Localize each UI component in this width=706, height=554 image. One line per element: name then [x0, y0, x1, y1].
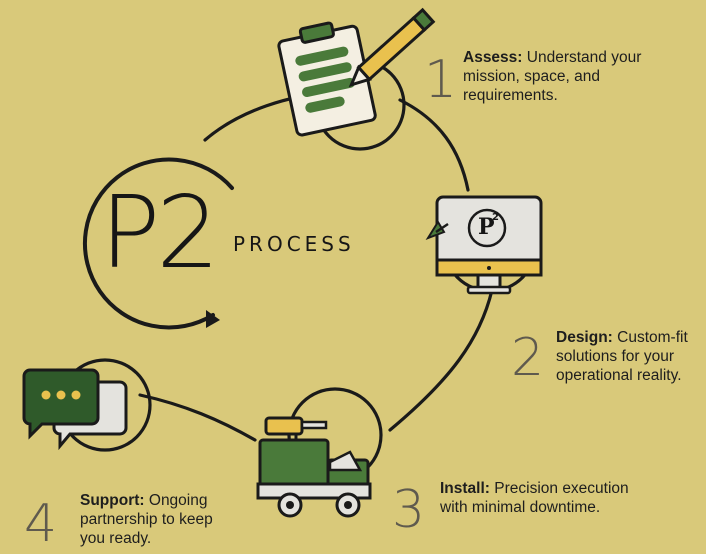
monitor-icon [425, 195, 543, 295]
logo-mark: P2 [100, 174, 220, 291]
step4-number: 4 [24, 494, 58, 554]
step4-description: Support: Ongoing partnership to keep you… [80, 491, 240, 548]
step1-label: Assess: [463, 49, 523, 66]
step4-text: Ongoing partnership to keep you ready. [80, 492, 213, 547]
step2-text: Custom-fit solutions for your operationa… [556, 329, 688, 384]
chat-bubbles-icon [22, 368, 128, 451]
step4-label: Support: [80, 492, 145, 509]
clipboard-pencil-icon [277, 7, 436, 137]
step1-description: Assess: Understand your mission, space, … [463, 48, 693, 105]
process-loop-path [138, 90, 494, 442]
step3-description: Install: Precision execution with minima… [440, 479, 630, 517]
logo-word: PROCESS [233, 232, 355, 256]
step2-number: 2 [511, 328, 545, 388]
step3-number: 3 [392, 480, 426, 540]
step1-text: Understand your mission, space, and requ… [463, 49, 642, 104]
monitor-badge-sup: 2 [492, 212, 499, 223]
step3-text: Precision execution with minimal downtim… [440, 480, 629, 516]
step3-label: Install: [440, 480, 490, 497]
logo-arrow-head-icon [206, 310, 220, 328]
logo-circle-arc [82, 157, 234, 330]
step2-label: Design: [556, 329, 613, 346]
step2-description: Design: Custom-fit solutions for your op… [556, 328, 706, 385]
truck-icon [256, 416, 372, 518]
step1-number: 1 [424, 50, 458, 110]
monitor-badge-letter: P [478, 214, 495, 240]
